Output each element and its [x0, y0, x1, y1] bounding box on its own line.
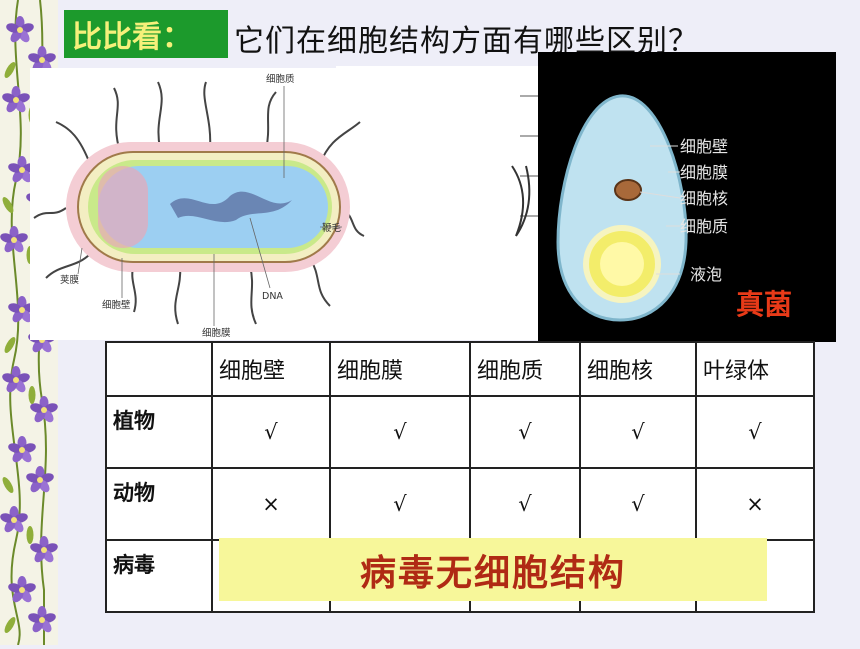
bact-label-cell-membrane: 细胞膜: [202, 327, 231, 339]
check-mark: √: [329, 394, 471, 469]
table-header-cell: 细胞壁: [211, 341, 331, 397]
bact-label-cytoplasm: 细胞质: [266, 73, 295, 85]
fungi-diagram: 细胞壁 细胞膜 细胞核 细胞质 液泡 真菌: [538, 52, 836, 342]
fungi-label-nucleus: 细胞核: [680, 189, 728, 208]
table-row: 植物 √ √ √ √ √: [105, 394, 815, 469]
fungi-label-cytoplasm: 细胞质: [680, 217, 728, 236]
bact-label-cell-wall: 细胞壁: [102, 299, 131, 311]
fungi-label-vacuole: 液泡: [690, 265, 722, 284]
fungi-caption: 真菌: [736, 288, 792, 321]
title-highlight: 比比看：: [72, 20, 192, 55]
cross-mark: ×: [211, 466, 331, 541]
table-header-cell: 叶绿体: [695, 341, 815, 397]
fungi-label-cell-wall: 细胞壁: [680, 137, 728, 156]
check-mark: √: [211, 394, 331, 469]
table-header-row: 细胞壁 细胞膜 细胞质 细胞核 叶绿体: [105, 341, 815, 397]
row-label: 动物: [105, 466, 213, 541]
table-header-cell: 细胞膜: [329, 341, 471, 397]
check-mark: √: [469, 394, 581, 469]
check-mark: √: [579, 394, 697, 469]
bacteria-diagram: 细胞质 鞭毛 荚膜 DNA 细胞壁 细胞膜 细菌: [30, 68, 460, 340]
cross-mark: ×: [695, 466, 815, 541]
table-header-cell: [105, 341, 213, 397]
table-header-cell: 细胞核: [579, 341, 697, 397]
check-mark: √: [695, 394, 815, 469]
table-header-cell: 细胞质: [469, 341, 581, 397]
check-mark: √: [329, 466, 471, 541]
bact-label-flagellum: 鞭毛: [322, 222, 342, 234]
bact-label-capsule: 荚膜: [60, 274, 80, 286]
title-highlight-box: [64, 10, 228, 58]
check-mark: √: [469, 466, 581, 541]
bact-label-dna: DNA: [262, 291, 283, 302]
check-mark: √: [579, 466, 697, 541]
row-label: 植物: [105, 394, 213, 469]
row-label: 病毒: [105, 538, 213, 614]
fungi-label-cell-membrane: 细胞膜: [680, 163, 728, 182]
table-row: 动物 × √ √ √ ×: [105, 466, 815, 541]
virus-note: 病毒无细胞结构: [219, 538, 767, 601]
hidden-diagram-panel: [336, 66, 542, 340]
